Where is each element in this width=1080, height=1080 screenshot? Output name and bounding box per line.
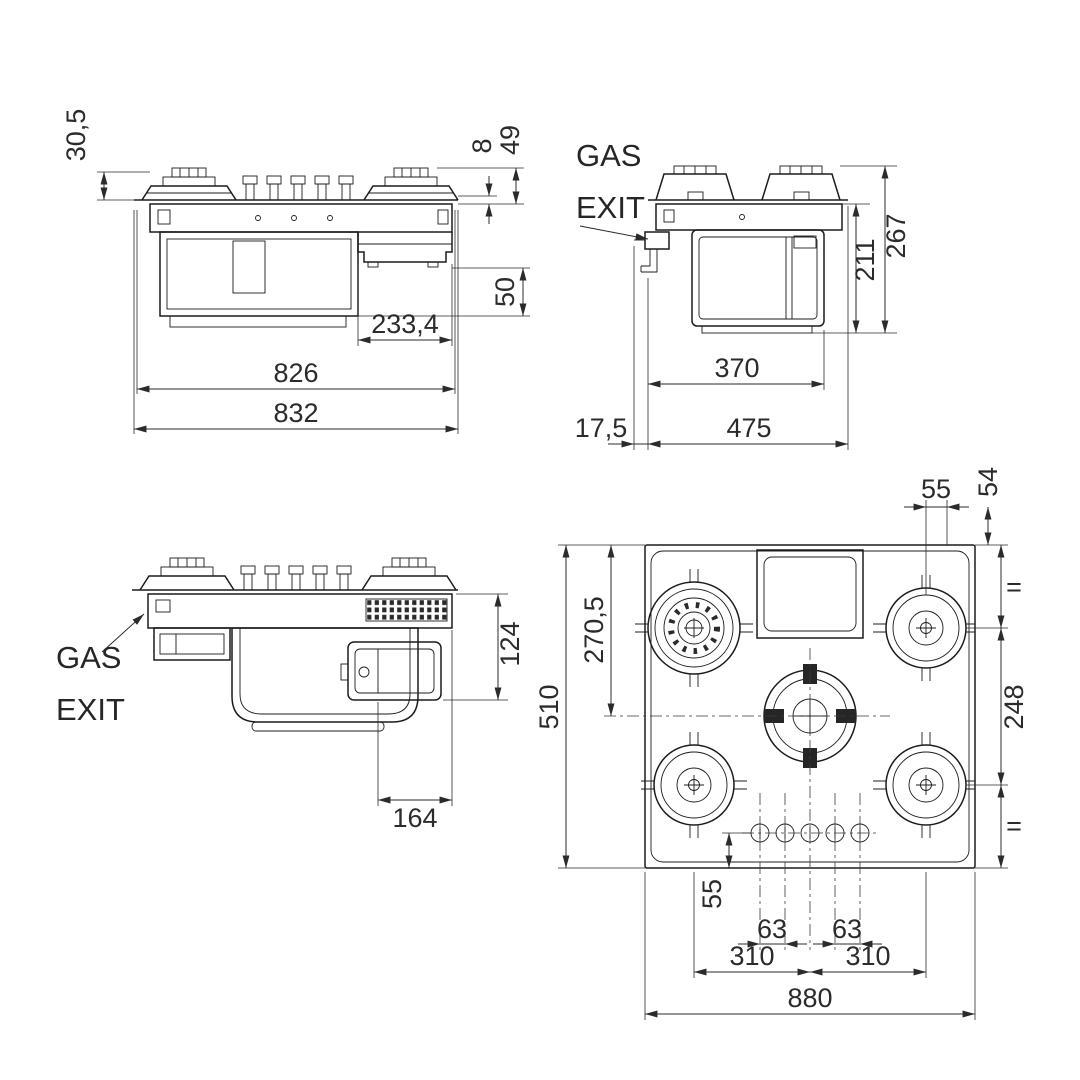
equal-mark-bottom: =	[1006, 811, 1022, 841]
exit-label: EXIT	[576, 190, 645, 225]
dim-310-right-label: 310	[845, 941, 890, 971]
burner-front-right	[873, 732, 975, 838]
front-elevation-view: 30,5 8 49 50 233,4 826 832	[61, 109, 530, 434]
dim-63-right-label: 63	[832, 914, 862, 944]
vent-grille	[365, 598, 448, 622]
front-knobs	[242, 175, 354, 201]
plan-outline	[644, 544, 976, 869]
gas-label: GAS	[56, 640, 121, 675]
dim-164-label: 164	[392, 803, 437, 833]
dim-8-label: 8	[467, 138, 497, 153]
dim-50-label: 50	[490, 277, 520, 307]
underside-knobs	[240, 565, 352, 591]
dim-310-left-label: 310	[729, 941, 774, 971]
underside-outline	[132, 557, 458, 732]
front-outline	[134, 167, 459, 328]
side-gas-exit-callout: GAS EXIT	[576, 138, 649, 241]
dim-30-5-label: 30,5	[61, 109, 91, 162]
side-elevation-view: GAS EXIT 211 267 370 475 17,5	[575, 138, 911, 450]
dim-17-5-label: 17,5	[575, 413, 628, 443]
dim-370-label: 370	[714, 353, 759, 383]
control-knobs-row	[604, 648, 890, 950]
dim-55-top-label: 55	[921, 474, 951, 504]
underside-right-module	[340, 641, 442, 701]
dim-270-5-label: 270,5	[579, 596, 609, 664]
dim-880-label: 880	[787, 983, 832, 1013]
side-outline	[634, 165, 848, 334]
dim-211-label: 211	[850, 238, 880, 281]
exit-label: EXIT	[56, 692, 125, 727]
dim-54-label: 54	[973, 467, 1003, 497]
dim-475-label: 475	[726, 413, 771, 443]
dim-63-left-label: 63	[757, 914, 787, 944]
burner-back-left	[635, 569, 753, 687]
dim-826-label: 826	[273, 358, 318, 388]
underside-dimensions: 124 164	[377, 593, 525, 833]
dim-248-label: 248	[999, 684, 1029, 729]
dim-49-label: 49	[495, 125, 525, 155]
front-dimensions: 30,5 8 49 50 233,4 826 832	[61, 109, 530, 434]
burner-back-right	[873, 575, 975, 681]
dim-124-label: 124	[495, 621, 525, 666]
dim-233-4-label: 233,4	[371, 309, 439, 339]
equal-mark-top: =	[1006, 572, 1022, 602]
plan-view: 510 270,5 = 248 = 54 55 55 63	[534, 467, 1029, 1020]
plan-dimensions: 510 270,5 = 248 = 54 55 55 63	[534, 467, 1029, 1020]
underside-gas-exit-callout: GAS EXIT	[56, 613, 145, 727]
dim-832-label: 832	[273, 398, 318, 428]
gas-exit-port	[634, 231, 670, 273]
gas-label: GAS	[576, 138, 641, 173]
dim-267-label: 267	[881, 213, 911, 258]
underside-elevation-view: GAS EXIT 124 164	[56, 557, 525, 833]
dim-510-label: 510	[534, 684, 564, 729]
burner-front-left	[641, 732, 747, 838]
dim-55-bottom-label: 55	[697, 879, 727, 909]
side-dimensions: 211 267 370 475 17,5	[575, 165, 911, 450]
